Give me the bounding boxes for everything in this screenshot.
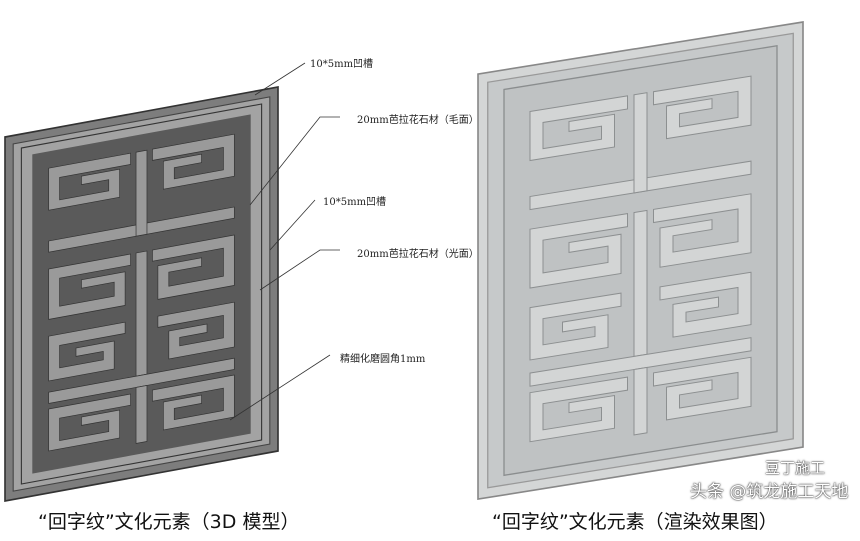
caption-render: “回字纹”文化元素（渲染效果图） bbox=[492, 511, 778, 533]
render-panel bbox=[477, 21, 804, 501]
annotation-groove-mid: 10*5mm凹槽 bbox=[323, 197, 387, 208]
annotation-groove-top: 10*5mm凹槽 bbox=[310, 59, 374, 70]
watermark-line2: 头条 @筑龙施工天地 bbox=[690, 482, 849, 502]
3d-model-panel bbox=[4, 86, 279, 502]
watermark-line1: 豆丁施工 bbox=[765, 459, 826, 477]
annotation-stone-rough: 20mm芭拉花石材（毛面） bbox=[357, 115, 479, 126]
annotation-rounded-corner: 精细化磨圆角1mm bbox=[340, 354, 426, 365]
annotation-stone-polished: 20mm芭拉花石材（光面） bbox=[357, 249, 479, 260]
caption-3d-model: “回字纹”文化元素（3D 模型） bbox=[38, 511, 300, 533]
leader-lines bbox=[229, 62, 340, 421]
